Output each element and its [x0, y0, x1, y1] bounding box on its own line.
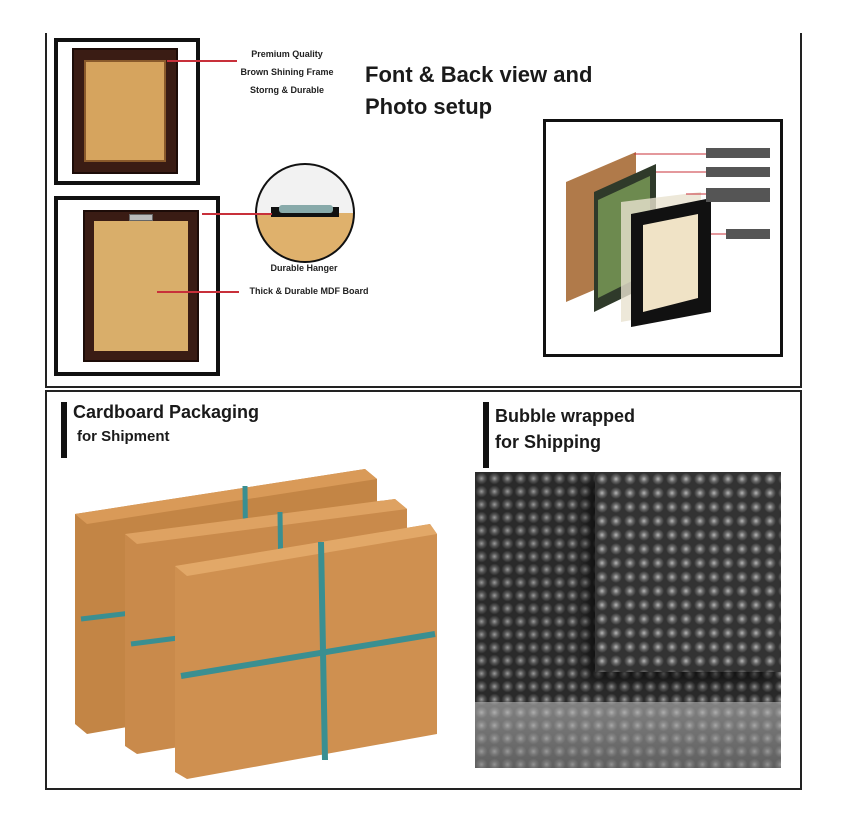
- front-label-line: [167, 60, 237, 62]
- cardboard-title: Cardboard Packaging: [73, 402, 260, 422]
- top-title-line-1: Font & Back view and: [365, 62, 593, 87]
- board-label-line: [157, 291, 239, 293]
- back-frame-image: [83, 210, 199, 362]
- front-frame-box: [54, 38, 200, 185]
- bubble-wrap-image: [475, 472, 781, 768]
- back-hanger: [129, 214, 153, 221]
- cardboard-subtitle: for Shipment: [77, 428, 170, 445]
- front-label-1: Premium Quality: [251, 49, 323, 59]
- cardboard-heading-bar: [61, 402, 67, 458]
- top-title: Font & Back view and Photo setup: [365, 59, 592, 123]
- hanger-label: Durable Hanger: [270, 263, 338, 273]
- back-frame-box: [54, 196, 220, 376]
- bubble-title: Bubble wrapped: [495, 406, 636, 426]
- board-label: Thick & Durable MDF Board: [249, 286, 369, 296]
- cardboard-boxes-illustration: [75, 469, 437, 779]
- front-label-3: Storng & Durable: [249, 85, 324, 95]
- bottom-panel: Cardboard Packaging for Shipment Bubble …: [45, 390, 802, 790]
- front-labels: Premium Quality Brown Shining Frame Stor…: [227, 45, 347, 99]
- exploded-view-illustration: [566, 148, 770, 327]
- exploded-view-box: [543, 119, 783, 357]
- top-panel: Premium Quality Brown Shining Frame Stor…: [45, 33, 802, 388]
- bubble-subtitle: for Shipping: [495, 432, 601, 452]
- hanger-label-line: [202, 213, 272, 215]
- front-label-2: Brown Shining Frame: [240, 67, 334, 77]
- front-frame-image: [72, 48, 178, 174]
- top-title-line-2: Photo setup: [365, 94, 493, 119]
- bubble-heading-bar: [483, 402, 489, 468]
